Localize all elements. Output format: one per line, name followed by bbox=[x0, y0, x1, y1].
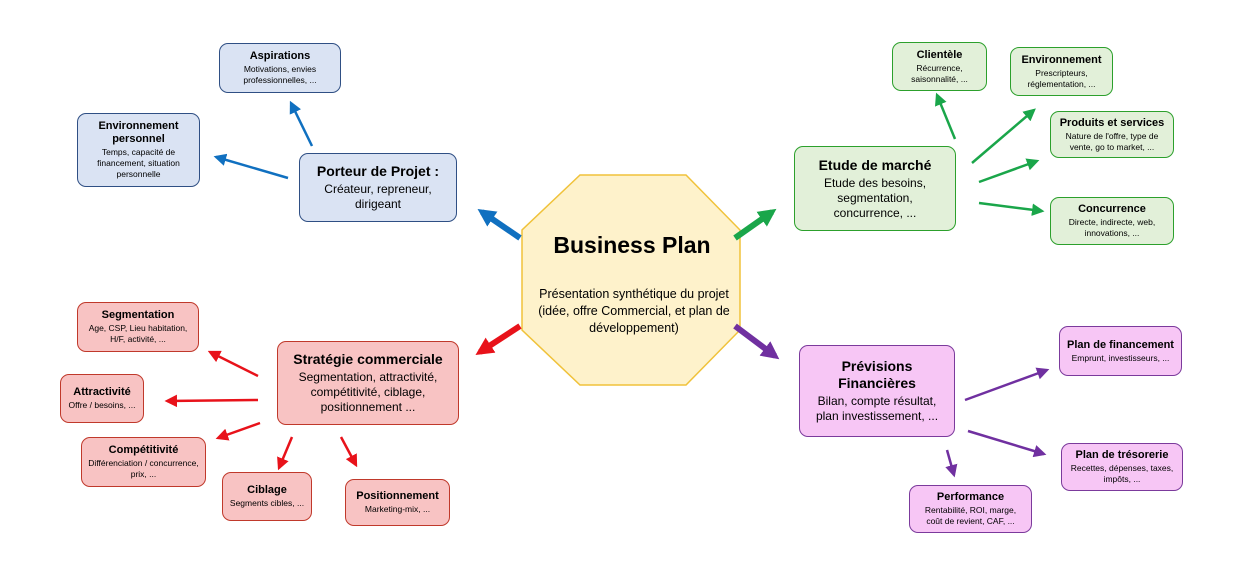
plan-tresorerie-title: Plan de trésorerie bbox=[1075, 449, 1169, 461]
center-description: Présentation synthétique du projet (idée… bbox=[538, 287, 730, 335]
plan-tresorerie-desc: Recettes, dépenses, taxes, impôts, ... bbox=[1070, 463, 1174, 484]
center-title: Business Plan bbox=[553, 232, 711, 258]
ciblage-title: Ciblage bbox=[247, 484, 287, 496]
arrow-to-performance bbox=[945, 449, 958, 478]
performance-node: Performance Rentabilité, ROI, marge, coû… bbox=[909, 485, 1032, 533]
arrow-to-environnement bbox=[971, 108, 1036, 164]
previsions-title: Prévisions Financières bbox=[838, 358, 916, 391]
marche-node: Etude de marché Etude des besoins, segme… bbox=[794, 146, 956, 231]
concurrence-node: Concurrence Directe, indirecte, web, inn… bbox=[1050, 197, 1174, 245]
strategie-desc: Segmentation, attractivité, compétitivit… bbox=[298, 370, 438, 414]
produits-title: Produits et services bbox=[1059, 116, 1165, 129]
arrow-to-produits bbox=[978, 158, 1040, 184]
plan-tresorerie-node: Plan de trésorerie Recettes, dépenses, t… bbox=[1061, 443, 1183, 491]
segmentation-desc: Age, CSP, Lieu habitation, H/F, activité… bbox=[88, 323, 188, 344]
competitivite-node: Compétitivité Différenciation / concurre… bbox=[81, 437, 206, 487]
produits-node: Produits et services Nature de l'offre, … bbox=[1050, 111, 1174, 158]
concurrence-title: Concurrence bbox=[1078, 203, 1146, 215]
arrow-to-aspirations bbox=[289, 100, 314, 147]
aspirations-desc: Motivations, envies professionnelles, ..… bbox=[243, 64, 317, 85]
aspirations-node: Aspirations Motivations, envies professi… bbox=[219, 43, 341, 93]
clientele-title: Clientèle bbox=[916, 48, 963, 61]
marche-title: Etude de marché bbox=[818, 156, 932, 173]
competitivite-title: Compétitivité bbox=[108, 444, 179, 456]
arrow-to-competitivite bbox=[215, 421, 261, 441]
plan-financement-title: Plan de financement bbox=[1067, 338, 1174, 351]
porteur-title: Porteur de Projet : bbox=[316, 163, 440, 179]
previsions-desc: Bilan, compte résultat, plan investissem… bbox=[815, 394, 939, 423]
performance-desc: Rentabilité, ROI, marge, coût de revient… bbox=[924, 505, 1017, 526]
competitivite-desc: Différenciation / concurrence, prix, ... bbox=[88, 458, 199, 479]
previsions-node: Prévisions Financières Bilan, compte rés… bbox=[799, 345, 955, 437]
arrow-to-plan-financement bbox=[964, 367, 1050, 402]
center-octagon bbox=[521, 174, 741, 386]
arrow-to-environnement-personnel bbox=[213, 153, 289, 180]
marche-desc: Etude des besoins, segmentation, concurr… bbox=[823, 175, 927, 220]
concurrence-desc: Directe, indirecte, web, innovations, ..… bbox=[1068, 217, 1156, 238]
segmentation-node: Segmentation Age, CSP, Lieu habitation, … bbox=[77, 302, 199, 352]
strategie-node: Stratégie commerciale Segmentation, attr… bbox=[277, 341, 459, 425]
performance-title: Performance bbox=[936, 491, 1005, 503]
attractivite-title: Attractivité bbox=[73, 386, 131, 398]
ciblage-node: Ciblage Segments cibles, ... bbox=[222, 472, 312, 521]
plan-financement-node: Plan de financement Emprunt, investisseu… bbox=[1059, 326, 1182, 376]
positionnement-node: Positionnement Marketing-mix, ... bbox=[345, 479, 450, 526]
environnement-title: Environnement bbox=[1021, 53, 1102, 66]
arrow-center-to-porteur bbox=[477, 208, 522, 241]
arrow-to-clientele bbox=[935, 92, 957, 140]
strategie-title: Stratégie commerciale bbox=[293, 351, 443, 367]
environnement-personnel-desc: Temps, capacité de financement, situatio… bbox=[97, 147, 180, 179]
clientele-desc: Récurrence, saisonnalité, ... bbox=[911, 62, 968, 84]
arrow-to-positionnement bbox=[339, 436, 358, 468]
segmentation-title: Segmentation bbox=[101, 309, 175, 321]
positionnement-desc: Marketing-mix, ... bbox=[364, 504, 431, 514]
porteur-node: Porteur de Projet : Créateur, repreneur,… bbox=[299, 153, 457, 222]
clientele-node: Clientèle Récurrence, saisonnalité, ... bbox=[892, 42, 987, 91]
arrow-to-attractivite bbox=[164, 394, 259, 408]
attractivite-desc: Offre / besoins, ... bbox=[68, 400, 136, 410]
environnement-desc: Prescripteurs, réglementation, ... bbox=[1027, 67, 1096, 89]
produits-desc: Nature de l'offre, type de vente, go to … bbox=[1065, 130, 1159, 152]
arrow-center-to-marche bbox=[733, 208, 777, 241]
environnement-personnel-node: Environnement personnel Temps, capacité … bbox=[77, 113, 200, 187]
aspirations-title: Aspirations bbox=[249, 50, 311, 62]
arrow-center-to-previsions bbox=[733, 323, 780, 360]
arrow-to-concurrence bbox=[978, 201, 1045, 216]
arrow-center-to-strategie bbox=[475, 323, 522, 355]
environnement-personnel-title: Environnement personnel bbox=[98, 120, 179, 145]
arrow-to-segmentation bbox=[207, 350, 259, 378]
arrow-to-ciblage bbox=[277, 436, 294, 471]
porteur-desc: Créateur, repreneur, dirigeant bbox=[324, 182, 432, 211]
ciblage-desc: Segments cibles, ... bbox=[229, 498, 305, 508]
environnement-node: Environnement Prescripteurs, réglementat… bbox=[1010, 47, 1113, 96]
positionnement-title: Positionnement bbox=[356, 490, 439, 502]
attractivite-node: Attractivité Offre / besoins, ... bbox=[60, 374, 144, 423]
arrow-to-plan-tresorerie bbox=[967, 429, 1047, 458]
plan-financement-desc: Emprunt, investisseurs, ... bbox=[1071, 352, 1170, 363]
